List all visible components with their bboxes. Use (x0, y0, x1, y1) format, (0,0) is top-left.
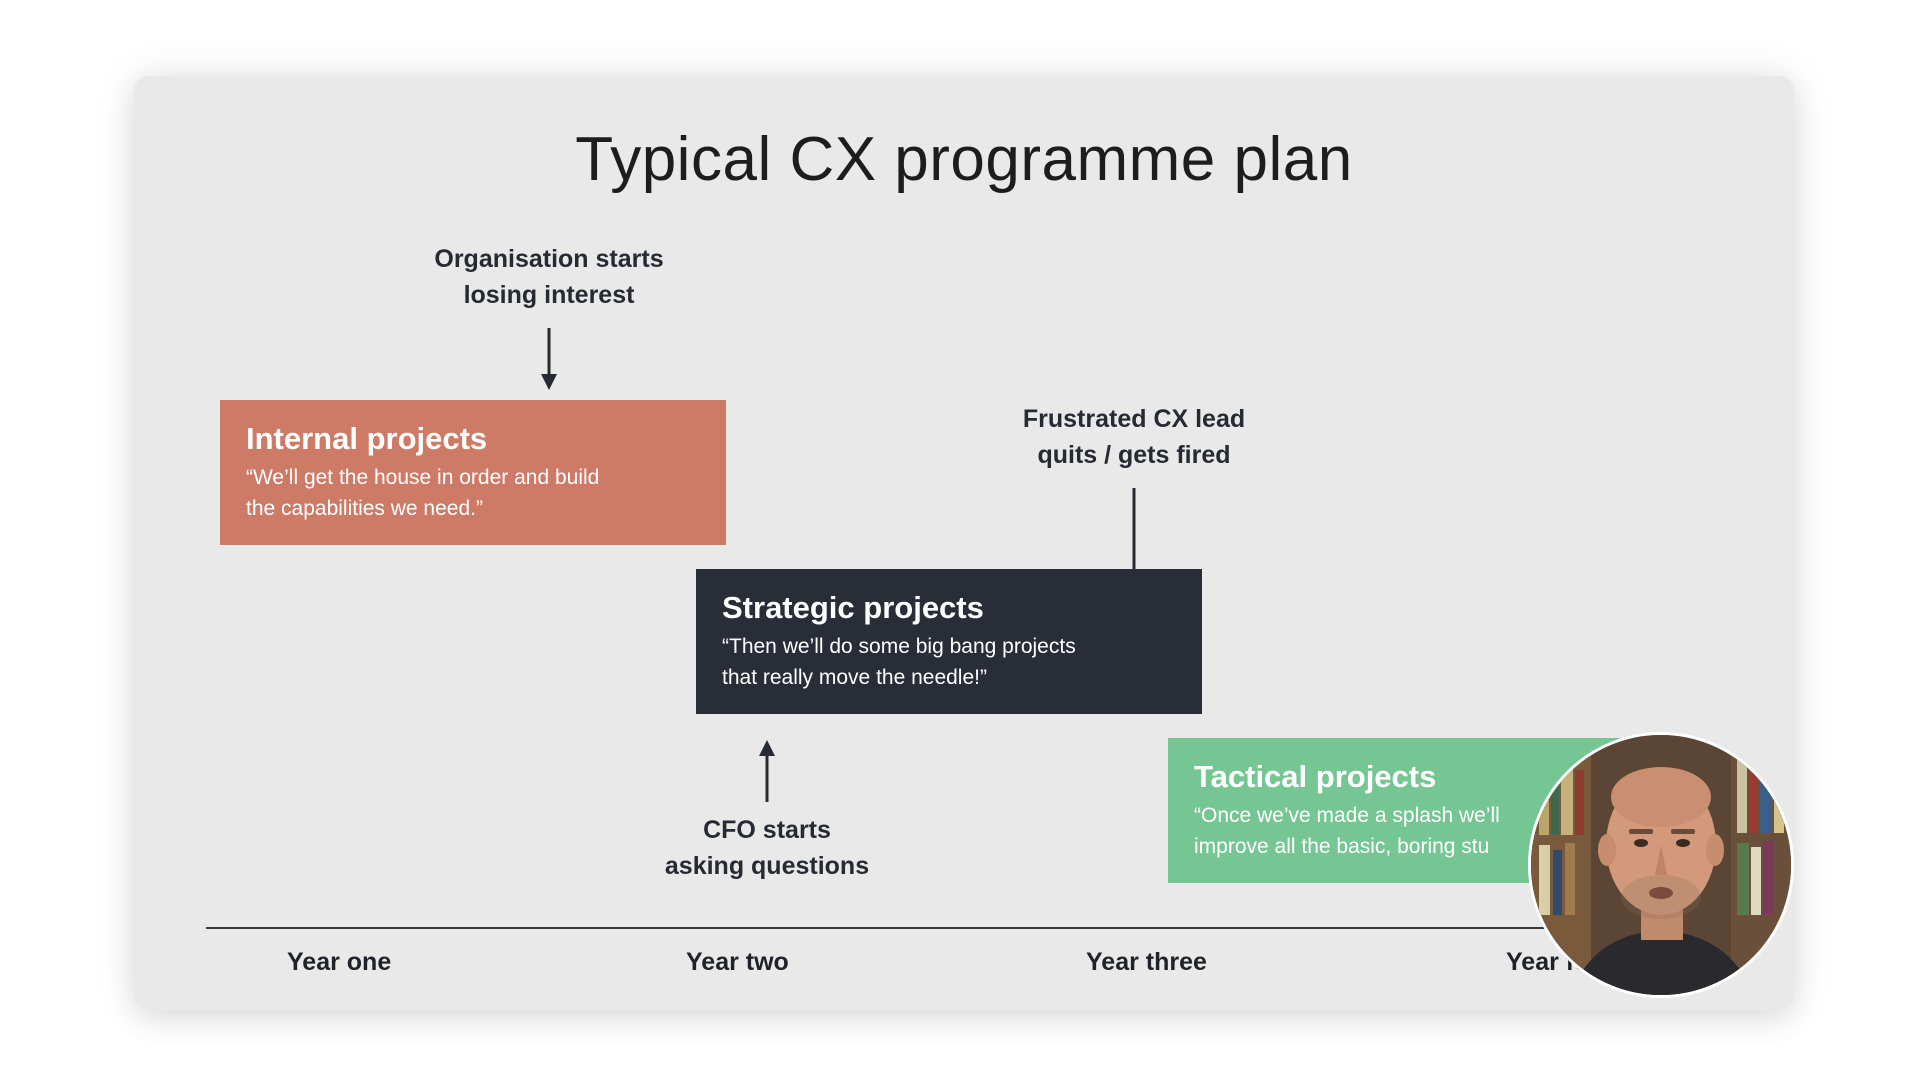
arrow-down-icon (541, 328, 557, 390)
slide: Typical CX programme plan Organisation s… (134, 76, 1794, 1010)
annotation-line: losing interest (463, 281, 635, 309)
phase-title: Tactical projects (1194, 759, 1437, 794)
annotation-line: CFO starts (703, 816, 831, 844)
presenter-webcam (1528, 732, 1794, 998)
timeline-year-one: Year one (287, 948, 392, 976)
phase-quote: “Once we’ve made a splash we’ll improve … (1194, 804, 1500, 858)
annotation-line: quits / gets fired (1037, 441, 1231, 469)
phase-title: Strategic projects (722, 590, 984, 625)
phase-internal-projects: Internal projects “We’ll get the house i… (220, 400, 726, 545)
annotation-org-interest: Organisation starts losing interest (414, 241, 684, 313)
annotation-line: Frustrated CX lead (1022, 405, 1246, 433)
phase-quote: “We’ll get the house in order and build … (246, 466, 600, 520)
annotation-line: asking questions (664, 852, 870, 880)
timeline-year-two: Year two (686, 948, 789, 976)
slide-title: Typical CX programme plan (575, 125, 1353, 194)
phase-title: Internal projects (246, 421, 488, 456)
timeline-axis (206, 927, 1766, 929)
phase-quote: “Then we’ll do some big bang projects th… (722, 635, 1076, 689)
annotation-line: Organisation starts (434, 245, 664, 273)
webcam-presenter-icon (1531, 735, 1791, 995)
annotation-cfo-questions: CFO starts asking questions (647, 812, 887, 884)
arrow-up-icon (759, 740, 775, 802)
annotation-cx-lead: Frustrated CX lead quits / gets fired (1004, 401, 1264, 473)
phase-strategic-projects: Strategic projects “Then we’ll do some b… (696, 569, 1202, 714)
timeline-year-three: Year three (1086, 948, 1207, 976)
